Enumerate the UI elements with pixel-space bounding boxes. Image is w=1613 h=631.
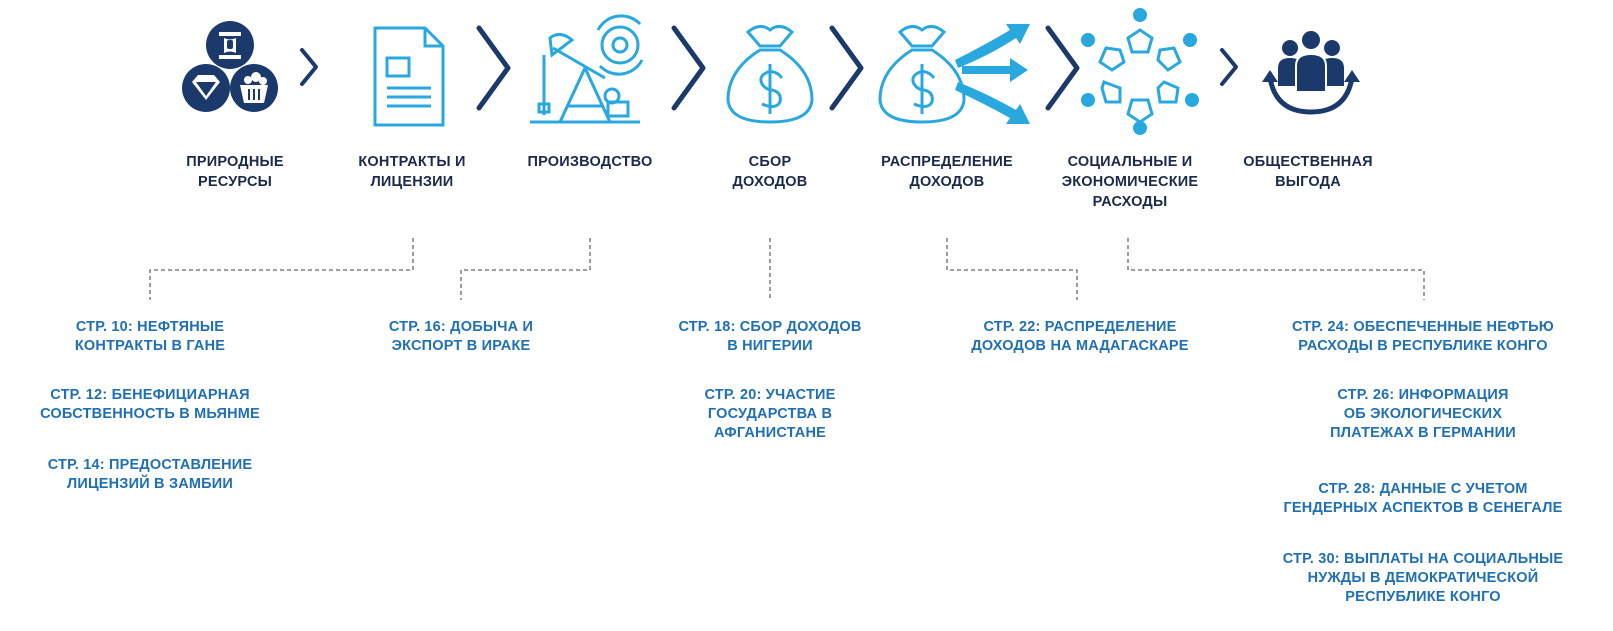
money-bag-icon (726, 25, 814, 124)
reference-ghana-contracts: СТР. 10: НЕФТЯНЫЕ КОНТРАКТЫ В ГАНЕ (74, 319, 226, 354)
contract-document-icon (373, 26, 445, 127)
community-people-icon (1262, 29, 1360, 115)
arrow-icon (829, 25, 864, 111)
stage-label-public-benefit: ОБЩЕСТВЕННАЯ ВЫГОДА (1243, 154, 1373, 190)
stage-label-social-economic-spending: СОЦИАЛЬНЫЕ И ЭКОНОМИЧЕСКИЕ РАСХОДЫ (1061, 154, 1199, 210)
oil-pump-icon (530, 14, 644, 124)
social-network-icon (1081, 8, 1199, 135)
stage-label-contracts-licenses: КОНТРАКТЫ И ЛИЦЕНЗИИ (358, 154, 466, 190)
reference-afghanistan-state: СТР. 20: УЧАСТИЕ ГОСУДАРСТВА В АФГАНИСТА… (704, 387, 836, 441)
stage-label-revenue-collection: СБОР ДОХОДОВ (732, 154, 808, 190)
stage-label-natural-resources: ПРИРОДНЫЕ РЕСУРСЫ (186, 154, 284, 190)
reference-germany-environmental: СТР. 26: ИНФОРМАЦИЯ ОБ ЭКОЛОГИЧЕСКИХ ПЛА… (1330, 387, 1516, 441)
reference-congo-oil-spending: СТР. 24: ОБЕСПЕЧЕННЫЕ НЕФТЬЮ РАСХОДЫ В Р… (1292, 319, 1554, 354)
dashed-connectors (149, 238, 1425, 300)
reference-drc-social: СТР. 30: ВЫПЛАТЫ НА СОЦИАЛЬНЫЕ НУЖДЫ В Д… (1282, 551, 1564, 605)
stage-label-revenue-distribution: РАСПРЕДЕЛЕНИЕ ДОХОДОВ (881, 154, 1013, 190)
reference-zambia-licenses: СТР. 14: ПРЕДОСТАВЛЕНИЕ ЛИЦЕНЗИЙ В ЗАМБИ… (47, 457, 253, 492)
reference-madagascar-distribution: СТР. 22: РАСПРЕДЕЛЕНИЕ ДОХОДОВ НА МАДАГА… (971, 319, 1189, 354)
money-bag-distribution-icon (878, 24, 1030, 124)
arrow-icon (476, 25, 511, 111)
reference-senegal-gender: СТР. 28: ДАННЫЕ С УЧЕТОМ ГЕНДЕРНЫХ АСПЕК… (1283, 481, 1563, 516)
reference-myanmar-ownership: СТР. 12: БЕНЕФИЦИАРНАЯ СОБСТВЕННОСТЬ В М… (40, 387, 260, 422)
natural-resources-icon (182, 21, 278, 112)
reference-iraq-production: СТР. 16: ДОБЫЧА И ЭКСПОРТ В ИРАКЕ (388, 319, 534, 354)
stage-label-production: ПРОИЗВОДСТВО (527, 154, 653, 170)
arrow-icon (1045, 25, 1080, 111)
arrow-icon (300, 48, 318, 86)
arrow-icon (671, 25, 706, 111)
arrow-icon (1220, 48, 1238, 86)
reference-nigeria-revenue: СТР. 18: СБОР ДОХОДОВ В НИГЕРИИ (678, 319, 862, 354)
